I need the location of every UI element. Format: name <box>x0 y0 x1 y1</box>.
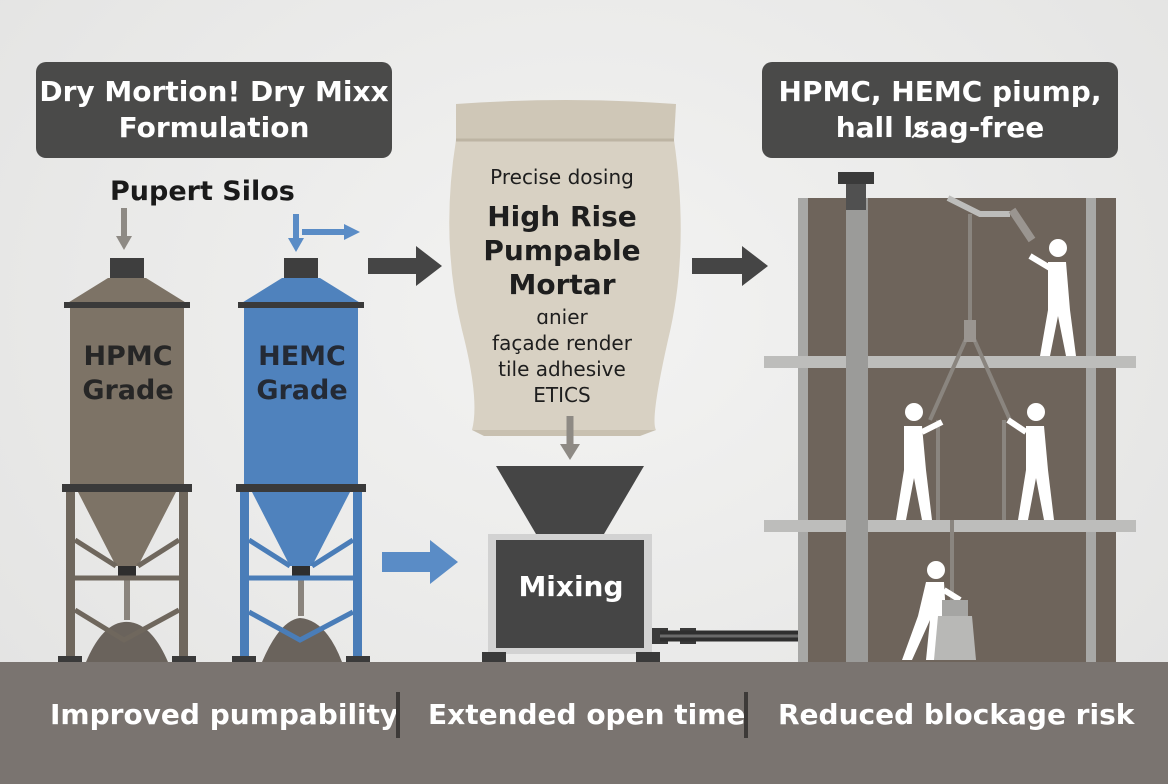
benefit-improved-pumpability: Improved pumpability <box>50 698 399 731</box>
building-structure <box>764 172 1136 662</box>
arrow-silo-to-bag <box>368 246 442 286</box>
hpmc-grade-label: HPMC Grade <box>66 340 190 408</box>
bag-use-3: tile adhesive <box>498 357 626 381</box>
bag-title-line1: High Rise <box>487 200 637 233</box>
arrow-bag-to-building <box>692 246 768 286</box>
mixer-unit <box>482 466 696 662</box>
callout-left-line2: Formulation <box>118 111 310 144</box>
arrow-silo-to-mixer <box>382 540 458 584</box>
callout-dry-mix-formulation: Dry Mortion! Dry Mixx Formulation <box>36 62 392 158</box>
callout-left-line1: Dry Mortion! Dry Mixx <box>39 75 389 108</box>
bag-title-line3: Mortar <box>508 268 616 301</box>
bag-uses: ɑnier façade render tile adhesive ETICS <box>462 304 662 408</box>
hemc-label-line1: HEMC <box>258 341 346 372</box>
silos-heading: Pupert Silos <box>110 176 295 207</box>
hpmc-label-line2: Grade <box>82 375 174 406</box>
mortar-bag <box>449 100 681 436</box>
benefit-divider-1 <box>396 692 400 738</box>
bag-title-line2: Pumpable <box>483 234 641 267</box>
bag-use-1: ɑnier <box>536 305 588 329</box>
mixing-label: Mixing <box>518 570 624 603</box>
benefit-divider-2 <box>744 692 748 738</box>
hemc-silo <box>232 214 370 664</box>
bag-title: High Rise Pumpable Mortar <box>462 200 662 302</box>
callout-right-line2: hall ls̷ag-free <box>835 111 1045 144</box>
bag-top-line: Precise dosing <box>490 165 634 189</box>
callout-pump-sag-free: HPMC, HEMC piump, hall ls̷ag-free <box>762 62 1118 158</box>
hemc-label-line2: Grade <box>256 375 348 406</box>
hpmc-label-line1: HPMC <box>83 341 173 372</box>
callout-right-line1: HPMC, HEMC piump, <box>778 75 1102 108</box>
benefit-extended-open-time: Extended open time <box>428 698 746 731</box>
benefit-reduced-blockage-risk: Reduced blockage risk <box>778 698 1135 731</box>
benefits-band <box>0 662 1168 784</box>
bag-use-4: ETICS <box>533 383 591 407</box>
bag-use-2: façade render <box>492 331 632 355</box>
hpmc-silo <box>58 208 196 664</box>
hemc-grade-label: HEMC Grade <box>240 340 364 408</box>
